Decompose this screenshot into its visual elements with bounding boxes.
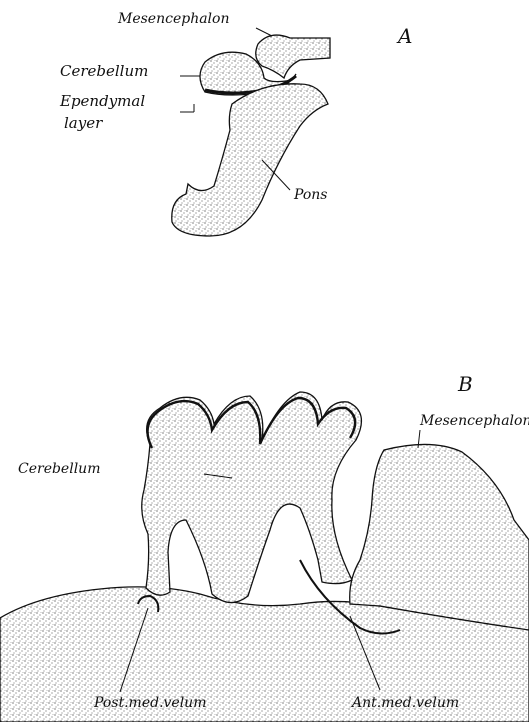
panel-b-drawing (0, 392, 529, 722)
panel-a-pons-label: Pons (294, 188, 327, 202)
panel-a-pons-shape (172, 84, 328, 236)
panel-b-post-med-velum-label: Post.med.velum (94, 696, 206, 710)
panel-b-mesencephalon-shape (350, 444, 529, 630)
panel-b-cerebellum-label: Cerebellum (18, 462, 100, 476)
panel-a-cerebellum-label: Cerebellum (60, 64, 148, 79)
panel-a-ependymal-label: Ependymal (60, 94, 145, 109)
panel-a-mesencephalon-shape (256, 35, 330, 78)
panel-b-mesencephalon-label: Mesencephalon (420, 414, 529, 428)
panel-a-letter: A (398, 26, 412, 46)
panel-b-cerebellum-shape (142, 392, 362, 603)
panel-a-drawing (172, 28, 330, 236)
panel-b-letter: B (458, 374, 473, 394)
panel-b-ant-med-velum-label: Ant.med.velum (352, 696, 459, 710)
panel-a-layer-label: layer (64, 116, 102, 131)
panel-a-mesencephalon-label: Mesencephalon (118, 12, 229, 26)
